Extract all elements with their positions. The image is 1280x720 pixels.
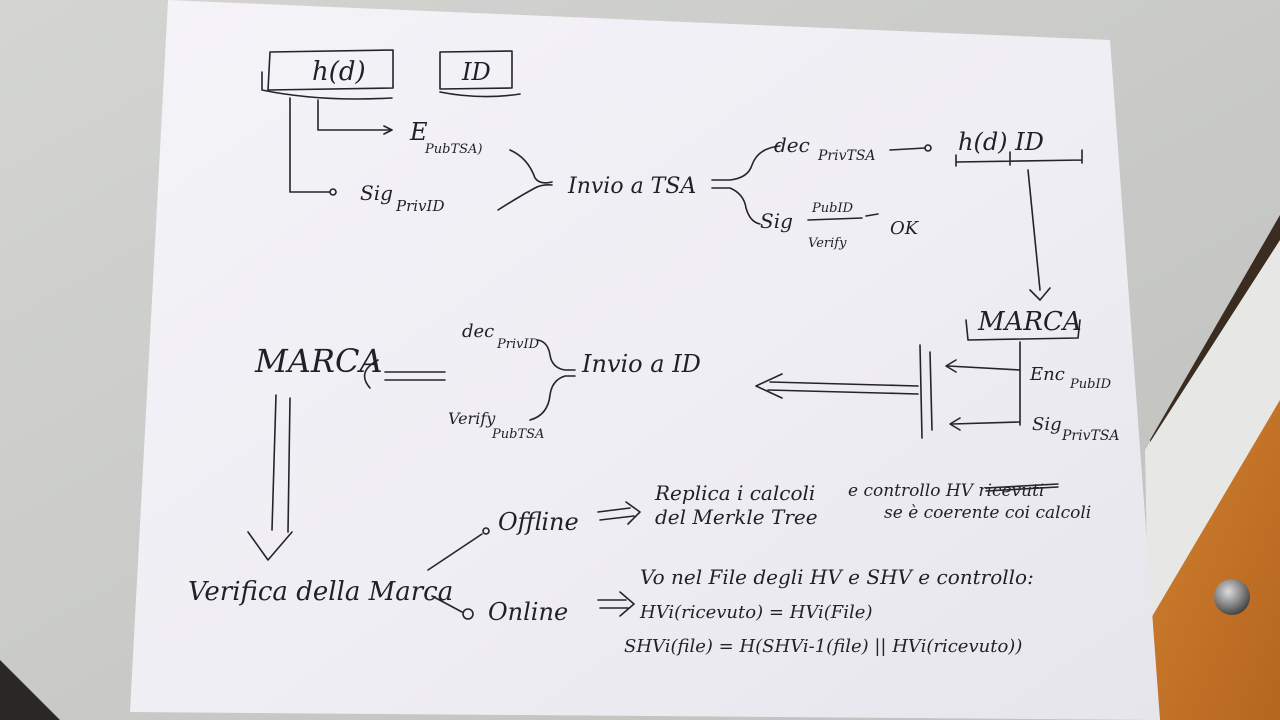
dec-priv-tsa: dec	[774, 133, 810, 157]
online-line2: HVi(ricevuto) = HVi(File)	[639, 602, 872, 623]
double-arrow-to-id	[755, 373, 919, 399]
offline-line1: Replica i calcoli	[654, 481, 815, 505]
ok-label: OK	[890, 218, 920, 239]
online-label: Online	[488, 598, 568, 626]
metal-knob	[1214, 579, 1250, 615]
merge-brace-tsa	[497, 149, 553, 211]
sig-priv-id-sub: PrivID	[395, 197, 445, 215]
marca-right: MARCA	[977, 307, 1082, 337]
offline-line3: e controllo HV ricevuti	[848, 481, 1044, 501]
verify-fraction-top: PubID	[811, 201, 854, 216]
enc-pub-id: Enc	[1029, 364, 1065, 385]
hash-label: h(d)	[312, 57, 366, 87]
enc-pub-tsa: E	[409, 118, 428, 146]
verify-pub-tsa-sub: PubTSA	[491, 427, 544, 442]
paper-sheet	[130, 0, 1160, 720]
verify-fraction-line	[807, 217, 863, 221]
id-label: ID	[461, 58, 491, 86]
down-arrow-marca	[1027, 169, 1051, 301]
mode-branches	[427, 527, 490, 620]
marca-right-branches	[919, 341, 1021, 439]
offline-line4: se è coerente coi calcoli	[884, 503, 1091, 523]
double-arrow-to-marca	[363, 359, 446, 389]
dec-arrow-head	[924, 144, 932, 152]
implies-arrows	[597, 501, 641, 617]
sig-priv-tsa: Sig	[1032, 414, 1062, 435]
offline-line2: del Merkle Tree	[655, 505, 818, 529]
send-tsa-label: Invio a TSA	[567, 174, 696, 199]
send-id-label: Invio a ID	[581, 350, 701, 378]
down-arrow-verifica	[247, 394, 293, 561]
verify-pub-tsa: Verify	[448, 409, 496, 428]
left-branch-arrows	[289, 97, 393, 196]
result-boxes-lines	[955, 149, 1083, 167]
dec-priv-id: dec	[462, 321, 494, 342]
online-line1: Vo nel File degli HV e SHV e controllo:	[640, 565, 1034, 589]
enc-pub-id-sub: PubID	[1069, 377, 1112, 392]
split-brace-tsa	[711, 145, 781, 225]
ricevuti-underline	[985, 483, 1059, 492]
ok-arrow	[865, 213, 879, 217]
marca-left: MARCA	[254, 342, 383, 380]
sig-priv-tsa-sub: PrivTSA	[1061, 428, 1120, 444]
dec-priv-id-sub: PrivID	[496, 337, 540, 352]
wood-panel	[1150, 400, 1280, 720]
dark-corner	[0, 660, 60, 720]
marca-right-box	[965, 319, 1081, 341]
sig-priv-id: Sig	[360, 181, 393, 205]
result-boxes-label: h(d) ID	[958, 128, 1044, 156]
enc-pub-tsa-sub: PubTSA)	[424, 142, 482, 157]
online-line3: SHVi(file) = H(SHVi-1(file) || HVi(ricev…	[624, 636, 1022, 657]
verify-fraction-bottom: Verify	[808, 236, 847, 251]
top-boxes	[261, 49, 521, 100]
dec-arrow	[889, 147, 926, 151]
sig-verify: Sig	[760, 209, 793, 233]
verifica-label: Verifica della Marca	[188, 577, 453, 607]
dec-priv-tsa-sub: PrivTSA	[817, 148, 876, 164]
offline-label: Offline	[498, 508, 579, 536]
split-brace-id	[529, 339, 576, 421]
